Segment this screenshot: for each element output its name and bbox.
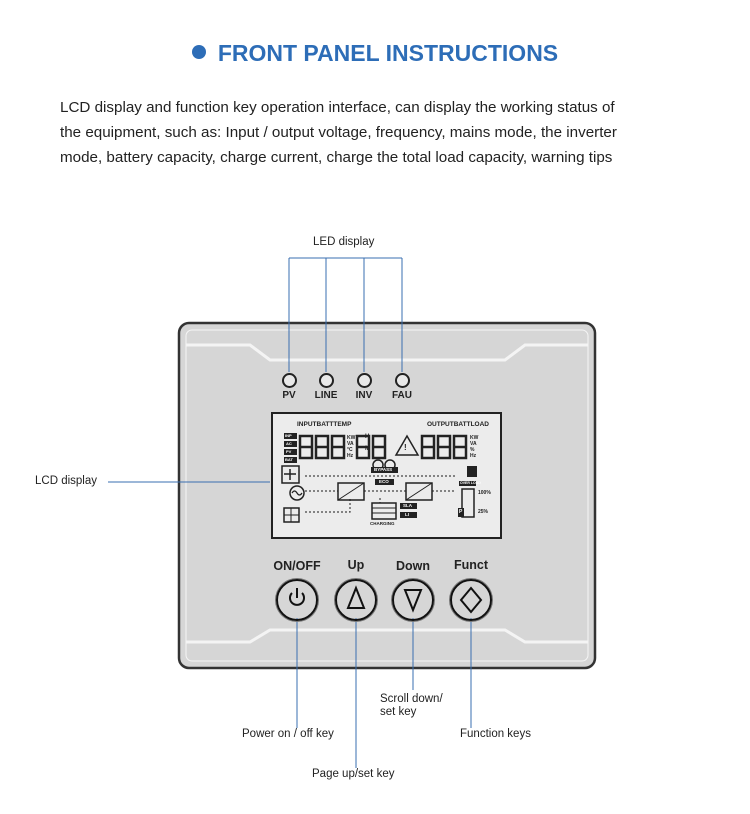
lcd-warn: ! [404, 443, 407, 452]
lcd-charging-label: CHARGING [370, 521, 395, 526]
callout-power-key: Power on / off key [242, 728, 334, 740]
panel-bevel [185, 329, 589, 662]
callout-lcd-display: LCD display [35, 475, 97, 487]
lcd-input-label: INPUTBATTTEMP [297, 421, 352, 428]
panel-bottom-highlight [186, 628, 588, 644]
down-key-button[interactable] [392, 579, 434, 621]
led-pv [282, 373, 297, 388]
lcd-eco-label: ECO [379, 479, 389, 484]
key-label-funct: Funct [453, 558, 489, 572]
intro-line: LCD display and function key operation i… [60, 99, 615, 116]
lcd-tag-ac: AC [286, 441, 292, 446]
lcd-bypass-label: BYPASS [374, 467, 393, 472]
led-label-pv: PV [282, 390, 296, 401]
lcd-output-label: OUTPUTBATTLOAD [427, 421, 489, 428]
led-line [319, 373, 334, 388]
fan-icon [281, 465, 300, 484]
callout-function-keys: Function keys [460, 728, 531, 740]
led-fau [395, 373, 410, 388]
lcd-sla-label: SLA [403, 503, 412, 508]
led-label-inv: INV [355, 390, 373, 401]
lcd-unit-pct: % [470, 447, 475, 453]
ac-source-icon [289, 485, 305, 501]
lcd-tag-pv: PV [286, 449, 292, 454]
intro-line: the equipment, such as: Input / output v… [60, 124, 617, 141]
function-key-button[interactable] [450, 579, 492, 621]
lcd-pct-100: 100% [478, 490, 491, 496]
lcd-unit-kw: KW [347, 435, 356, 441]
speaker-icon [467, 466, 477, 477]
lcd-unit-kw: KW [470, 435, 479, 441]
key-label-onoff: ON/OFF [273, 559, 321, 573]
intro-paragraph: LCD display and function key operation i… [60, 95, 700, 170]
charger-box [337, 482, 365, 501]
callout-scroll-down-1: Scroll down/ [380, 693, 443, 705]
lcd-flow-lines [305, 475, 456, 513]
lcd-unit-va: VA [470, 441, 477, 447]
bullet-dot-icon [191, 45, 206, 59]
lcd-li-label: LI [405, 512, 409, 517]
lcd-digits [298, 434, 468, 460]
key-callout-lines [296, 618, 472, 768]
lcd-m: M [365, 446, 370, 452]
lcd-unit-hz: Hz [470, 453, 477, 459]
lcd-unit-va: VA [347, 441, 354, 447]
warning-icon [394, 434, 420, 456]
callout-scroll-down-2: set key [380, 706, 417, 718]
eco-tag [375, 479, 394, 485]
lcd-overload-label: OVER LOAD [460, 481, 481, 485]
led-inv [357, 373, 372, 388]
lcd-unit-hz: Hz [347, 453, 354, 459]
key-label-down: Down [395, 559, 431, 573]
lcd-h: H [365, 434, 370, 440]
battery-icon [371, 502, 397, 520]
inverter-box [405, 482, 433, 501]
callout-page-up: Page up/set key [312, 768, 395, 780]
li-tag [400, 512, 417, 518]
intro-line: mode, battery capacity, charge current, … [60, 149, 613, 166]
page-title: FRONT PANEL INSTRUCTIONS [0, 40, 750, 67]
power-key-button[interactable] [276, 579, 318, 621]
lcd-tag-bat: BAT [285, 457, 293, 462]
callout-led-display: LED display [313, 236, 375, 248]
overload-tag [459, 481, 476, 486]
lcd-unit-c: °C [347, 447, 353, 453]
led-label-line: LINE [314, 390, 338, 401]
key-label-up: Up [347, 558, 365, 572]
p-tag [458, 508, 464, 517]
led-label-fau: FAU [392, 390, 412, 401]
load-bar [461, 488, 475, 518]
lcd-side-tags [284, 433, 297, 463]
lcd-tag-inp: INP [285, 433, 292, 438]
bypass-tag [371, 467, 398, 473]
lcd-p-label: P [459, 509, 463, 515]
up-key-button[interactable] [335, 579, 377, 621]
lcd-pct-25: 25% [478, 509, 489, 515]
led-callout-lines [288, 257, 403, 372]
sla-tag [400, 503, 417, 509]
panel-top-highlight [186, 343, 588, 362]
